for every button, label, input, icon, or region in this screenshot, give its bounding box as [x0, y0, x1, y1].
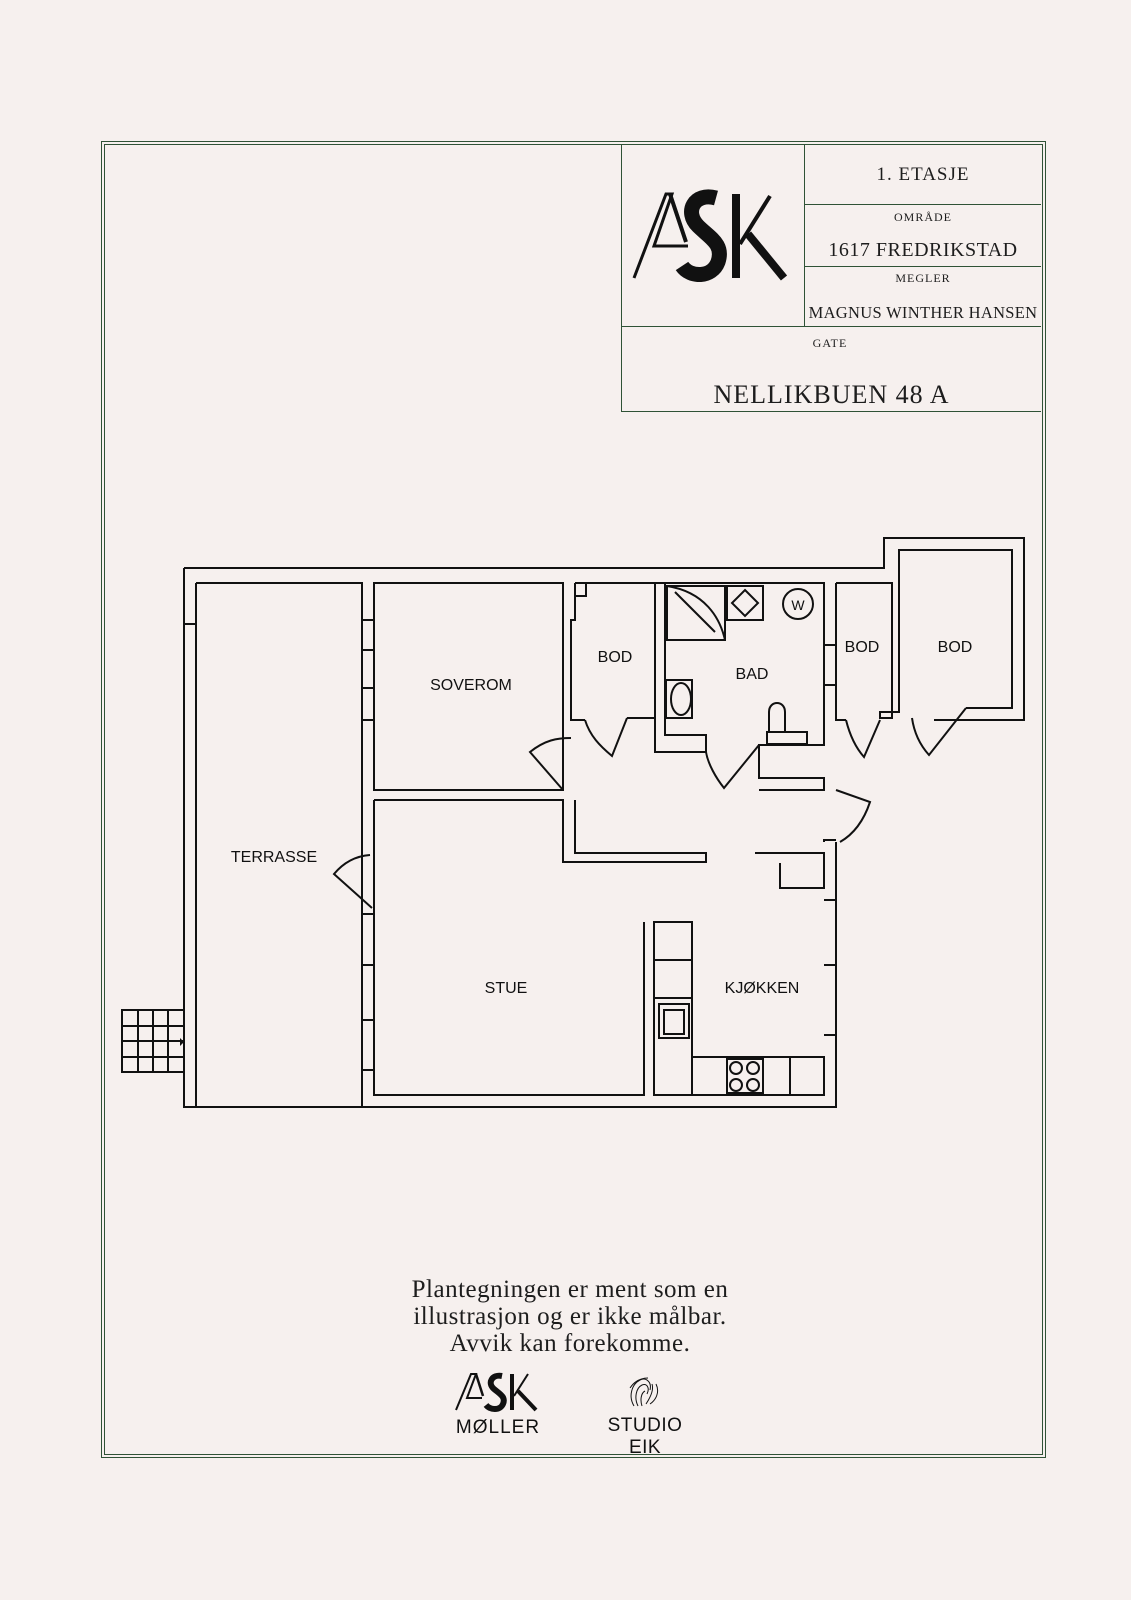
room-label-bad: BAD — [736, 666, 769, 683]
room-label-bod-1: BOD — [598, 649, 633, 666]
broker-label: MEGLER — [895, 271, 951, 285]
title-block-left-border — [621, 144, 622, 412]
page-frame-outer — [101, 141, 1046, 1458]
street-value: NELLIKBUEN 48 A — [713, 380, 950, 409]
ask-logo — [632, 189, 788, 282]
area-value: 1617 FREDRIKSTAD — [828, 239, 1018, 261]
page-frame-inner — [104, 144, 1043, 1455]
room-label-kjokken: KJØKKEN — [725, 980, 800, 997]
title-block-row-line — [621, 326, 1041, 327]
studio-eik-logo: STUDIO EIK — [590, 1374, 700, 1458]
ask-moller-logo: MØLLER — [452, 1370, 544, 1438]
title-block-bottom-border — [621, 411, 1041, 412]
washer-symbol: W — [791, 597, 805, 613]
broker-value: MAGNUS WINTHER HANSEN — [808, 303, 1038, 322]
studio-eik-wordmark: STUDIO EIK — [607, 1415, 683, 1458]
title-block-divider — [804, 144, 805, 327]
studio-eik-mark — [629, 1377, 659, 1407]
disclaimer-line-3: Avvik kan forekomme. — [449, 1330, 691, 1357]
area-label: OMRÅDE — [893, 210, 952, 224]
title-block-row-line — [804, 204, 1041, 205]
street-label: GATE — [812, 336, 848, 350]
room-label-bod-2: BOD — [845, 639, 880, 656]
title-block-row-line — [804, 266, 1041, 267]
disclaimer-line-2: illustrasjon og er ikke målbar. — [413, 1303, 727, 1330]
room-label-terrasse: TERRASSE — [231, 849, 317, 866]
disclaimer-line-1: Plantegningen er ment som en — [411, 1276, 729, 1303]
disclaimer: Plantegningen er ment som en illustrasjo… — [330, 1276, 810, 1357]
room-label-stue: STUE — [485, 980, 528, 997]
room-label-soverom: SOVEROM — [430, 677, 512, 694]
ask-moller-mark — [455, 1372, 538, 1412]
floor-label: 1. ETASJE — [876, 164, 970, 185]
room-label-bod-3: BOD — [938, 639, 973, 656]
ask-moller-wordmark: MØLLER — [455, 1417, 541, 1438]
